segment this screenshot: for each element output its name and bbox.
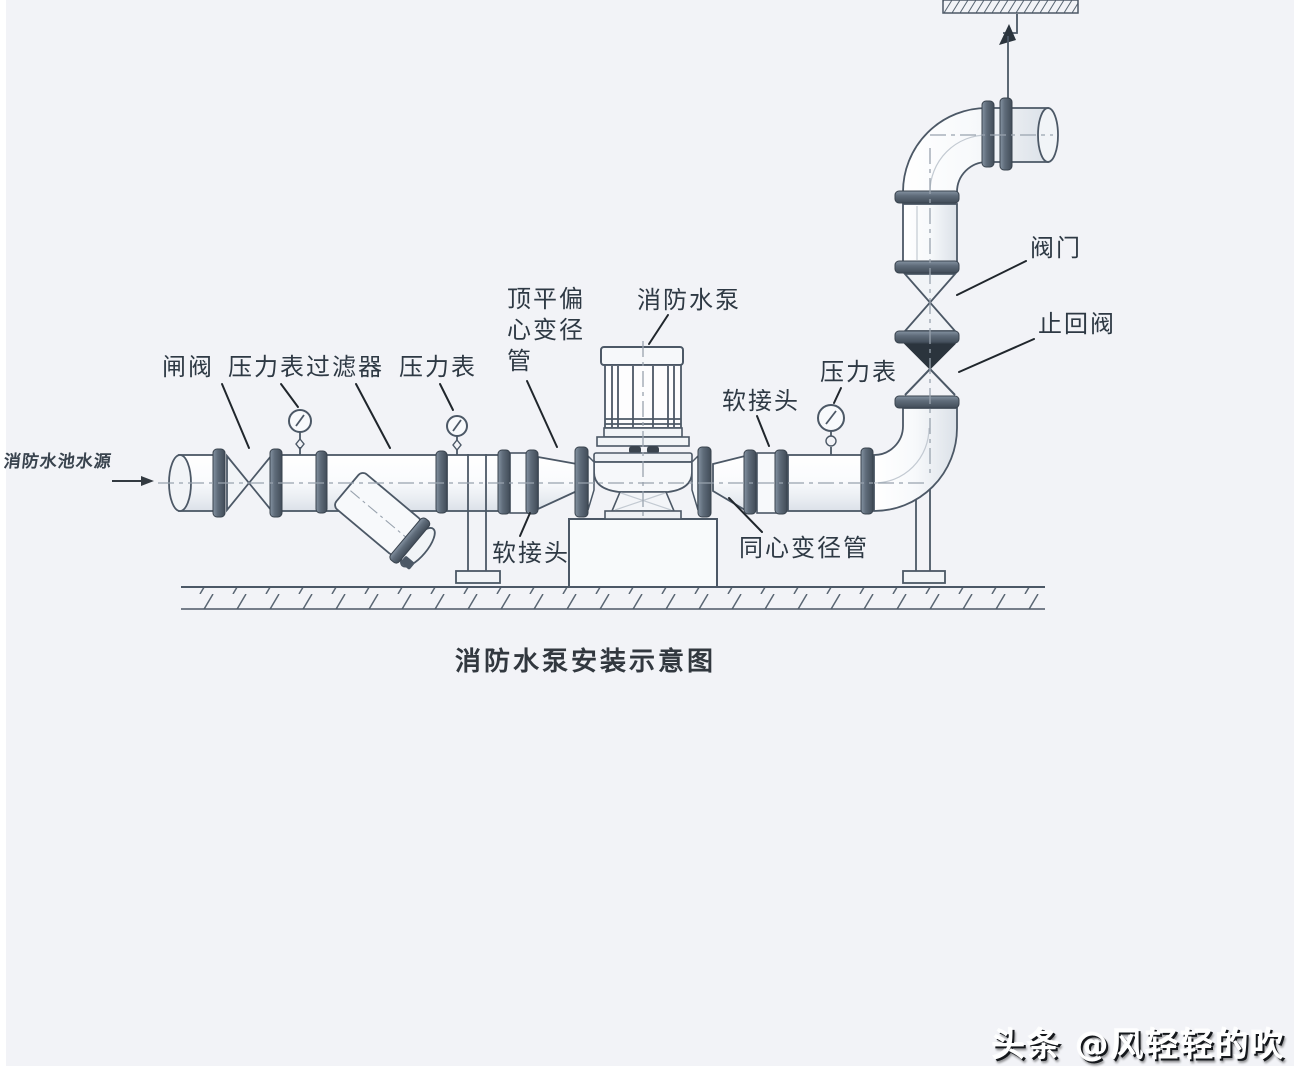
coupling [629,446,641,454]
leader-lines [221,260,1035,537]
pipe-support-elbow [902,489,946,584]
label-check-valve: 止回阀 [1038,310,1116,338]
flanges [212,97,1013,518]
pipe-hanger [999,14,1018,101]
label-pressure-gauge-3: 压力表 [820,358,898,386]
pump-foundation [568,518,718,588]
label-valve: 阀门 [1030,234,1082,262]
label-pressure-gauge-2: 压力表 [399,353,477,381]
pipe-support-suction [455,454,501,584]
pump-suction-flange [574,446,589,518]
motor-top-cap [600,346,684,366]
diagram-title: 消防水泵安装示意图 [455,647,717,677]
label-fire-pump: 消防水泵 [637,286,741,314]
label-water-source: 消防水池水源 [2,452,113,472]
hanger-clamp [999,97,1013,171]
pressure-gauge-2 [446,415,468,455]
label-flexible-joint-discharge: 软接头 [722,387,800,415]
label-concentric-reducer: 同心变径管 [739,534,869,562]
pipe-open-end [1037,107,1059,163]
pump-discharge-flange [697,446,712,518]
ceiling-slab [942,0,1079,14]
pressure-gauge-3 [817,404,845,455]
coupling [647,446,659,454]
centerlines [158,134,1053,517]
label-gate-valve: 闸阀 [162,353,214,381]
pressure-gauge-1 [288,409,312,455]
strainer [334,472,436,570]
label-strainer: 过滤器 [306,353,384,381]
label-eccentric-reducer: 顶平偏心变径管 [507,285,585,375]
label-flexible-joint-suction: 软接头 [492,539,570,567]
label-pressure-gauge-1: 压力表 [228,353,306,381]
elbow-bottom [873,407,958,512]
ground [181,586,1045,610]
flow-arrow [112,476,154,486]
watermark: 头条 @风轻轻的吹 [992,1025,1286,1064]
